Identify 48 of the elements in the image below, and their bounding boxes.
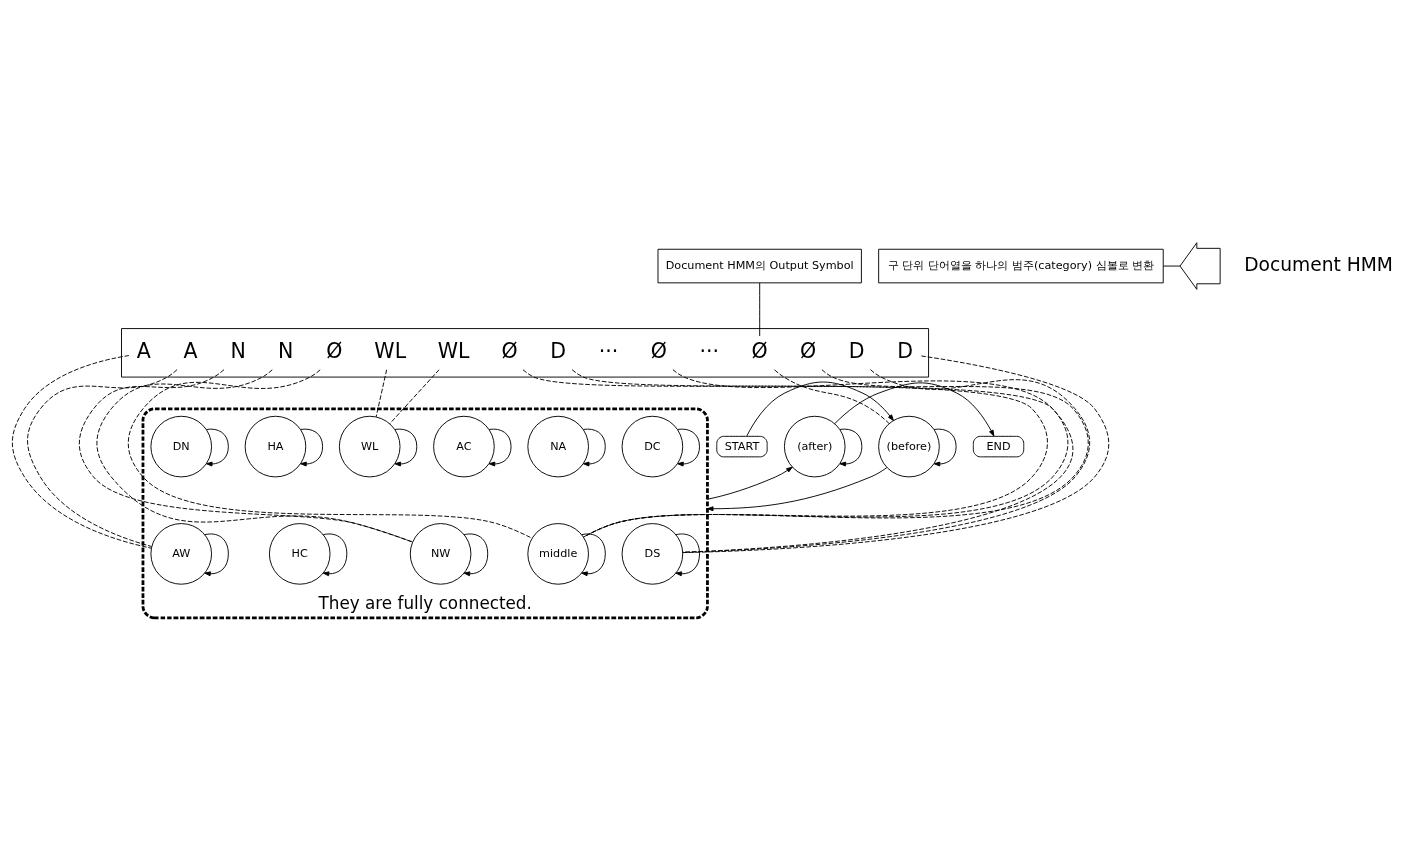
- node-arrow: [1179, 242, 1221, 290]
- arrow: [204, 533, 229, 577]
- arrow: [322, 533, 348, 577]
- node-text: Ø: [650, 339, 668, 364]
- arrow: [300, 428, 324, 467]
- node-box: 구 단위 단어열을 하나의 범주(category) 심볼로 변환: [878, 248, 1164, 284]
- connector: [27, 369, 178, 547]
- node-text: ···: [699, 339, 720, 364]
- node-text: D: [848, 339, 865, 364]
- arrow: [675, 533, 700, 577]
- node-text: N: [230, 339, 246, 364]
- node-text: D: [897, 339, 914, 364]
- arrow: [707, 466, 793, 500]
- node-text: Ø: [326, 339, 343, 364]
- connector: [127, 369, 533, 539]
- node-text: D: [550, 339, 567, 364]
- arrow: [581, 533, 606, 577]
- node-box: START: [716, 435, 768, 458]
- connector: [774, 369, 890, 424]
- node-text: WL: [374, 339, 407, 364]
- arrow: [707, 467, 888, 512]
- node-text: A: [183, 339, 198, 364]
- node-text: Ø: [501, 339, 518, 364]
- connector: [389, 369, 440, 425]
- arrow: [677, 428, 700, 467]
- arrow: [205, 428, 229, 467]
- arrow: [746, 381, 894, 437]
- arrow: [394, 428, 418, 467]
- node-box: END: [972, 435, 1025, 458]
- label: Document HMM: [1244, 253, 1393, 275]
- arrow: [463, 533, 489, 577]
- node-text: Ø: [751, 339, 768, 364]
- connector: [759, 282, 761, 337]
- arrow: [488, 428, 512, 467]
- connector: [11, 355, 152, 549]
- node-box: Document HMM의 Output Symbol: [657, 248, 862, 284]
- connector: [1162, 265, 1181, 267]
- arrow: [933, 428, 957, 467]
- node-text: ···: [598, 339, 619, 364]
- cluster: [121, 328, 930, 378]
- node-text: N: [278, 339, 294, 364]
- arrow: [834, 382, 995, 437]
- node-text: WL: [437, 339, 470, 364]
- node-text: A: [136, 339, 151, 364]
- node-text: Ø: [800, 339, 817, 364]
- arrow: [839, 428, 863, 467]
- connector: [375, 369, 388, 418]
- arrow: [582, 428, 606, 467]
